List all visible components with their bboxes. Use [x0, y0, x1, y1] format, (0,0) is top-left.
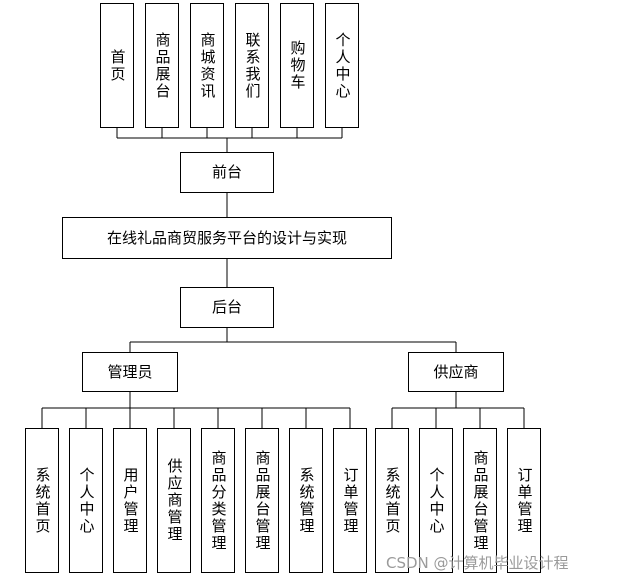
supplier-module-label: 商品展台管理: [471, 449, 490, 552]
admin-module: 订单管理: [333, 428, 367, 573]
admin-module: 个人中心: [69, 428, 103, 573]
admin-module: 商品展台管理: [245, 428, 279, 573]
admin-module-label: 个人中心: [77, 466, 96, 535]
supplier-module: 系统首页: [375, 428, 409, 573]
frontend-module: 商城资讯: [190, 3, 224, 128]
frontend-module: 联系我们: [235, 3, 269, 128]
admin-module-label: 商品展台管理: [253, 449, 272, 552]
admin-module: 系统管理: [289, 428, 323, 573]
admin-module: 供应商管理: [157, 428, 191, 573]
supplier-module-label: 订单管理: [515, 466, 534, 535]
admin-module: 商品分类管理: [201, 428, 235, 573]
admin-module: 用户管理: [113, 428, 147, 573]
admin-module-label: 订单管理: [341, 466, 360, 535]
admin-module-label: 商品分类管理: [209, 449, 228, 552]
admin-module: 系统首页: [25, 428, 59, 573]
frontend-module-label: 个人中心: [333, 31, 352, 100]
supplier-module: 商品展台管理: [463, 428, 497, 573]
supplier-module: 订单管理: [507, 428, 541, 573]
frontend-module: 商品展台: [145, 3, 179, 128]
system-title-node: 在线礼品商贸服务平台的设计与实现: [62, 217, 392, 259]
frontend-module-label: 购物车: [288, 40, 307, 91]
frontend-node: 前台: [180, 152, 274, 193]
frontend-module-label: 商品展台: [153, 31, 172, 100]
frontend-module-label: 首页: [108, 48, 127, 83]
admin-role-node: 管理员: [82, 352, 178, 392]
frontend-module-label: 联系我们: [243, 31, 262, 100]
admin-module-label: 系统首页: [33, 466, 52, 535]
supplier-module-label: 系统首页: [383, 466, 402, 535]
admin-module-label: 供应商管理: [165, 458, 184, 543]
frontend-module: 个人中心: [325, 3, 359, 128]
supplier-module-label: 个人中心: [427, 466, 446, 535]
frontend-module: 首页: [100, 3, 134, 128]
admin-module-label: 用户管理: [121, 466, 140, 535]
admin-module-label: 系统管理: [297, 466, 316, 535]
watermark: CSDN @计算机毕业设计程: [386, 554, 569, 572]
backend-node: 后台: [180, 287, 274, 328]
supplier-module: 个人中心: [419, 428, 453, 573]
supplier-role-node: 供应商: [408, 352, 504, 392]
frontend-module-label: 商城资讯: [198, 31, 217, 100]
frontend-module: 购物车: [280, 3, 314, 128]
